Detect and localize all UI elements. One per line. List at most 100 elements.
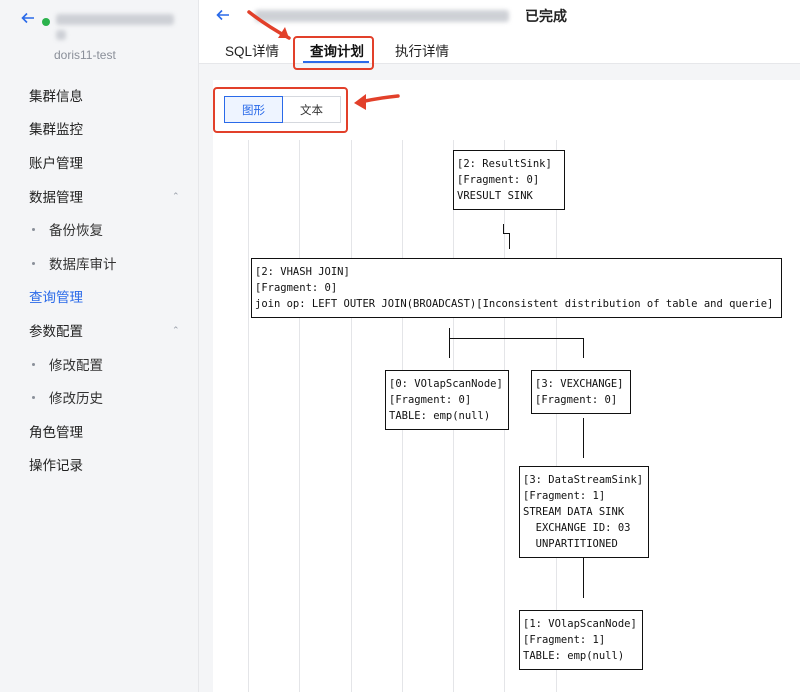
node-border: [453, 150, 565, 151]
guide-line: [248, 140, 249, 692]
sidebar-item[interactable]: 账户管理: [0, 145, 199, 179]
topbar: 已完成 SQL详情 查询计划 执行详情: [199, 0, 800, 64]
main-area: 已完成 SQL详情 查询计划 执行详情 图形 文本: [199, 0, 800, 692]
guide-line: [351, 140, 352, 692]
node-border: [531, 370, 631, 371]
bullet-icon: [32, 228, 35, 232]
plan-node-data-stream-sink: [3: DataStreamSink] [Fragment: 1] STREAM D…: [519, 467, 649, 557]
status-dot-icon: [42, 18, 50, 26]
bullet-icon: [32, 396, 35, 400]
plan-node-line: join op: LEFT OUTER JOIN(BROADCAST)[Inco…: [255, 298, 774, 310]
connector: [449, 338, 450, 358]
sidebar-item-label: 集群信息: [29, 88, 83, 104]
chevron-up-icon[interactable]: ⌃: [172, 190, 180, 201]
back-arrow-icon[interactable]: [215, 7, 231, 23]
plan-node-line: [Fragment: 0]: [389, 394, 472, 406]
sidebar-item-label: 集群监控: [29, 122, 83, 138]
plan-graph: [2: ResultSink] [Fragment: 0] VRESULT SINK…: [213, 140, 800, 692]
text-view-button[interactable]: 文本: [283, 96, 341, 123]
sidebar-item-label: 操作记录: [29, 458, 83, 474]
node-border: [453, 209, 565, 210]
plan-node-olap-scan-1: [1: VOlapScanNode] [Fragment: 1] TABLE: em…: [519, 611, 643, 669]
sidebar-item-label: 修改历史: [49, 391, 103, 407]
guide-line: [556, 140, 557, 692]
node-border: [385, 429, 509, 430]
tab-exec-detail[interactable]: 执行详情: [395, 44, 449, 59]
connector: [509, 233, 510, 249]
plan-node-line: [1: VOlapScanNode]: [523, 618, 637, 630]
plan-node-result-sink: [2: ResultSink] [Fragment: 0] VRESULT SINK: [453, 151, 565, 209]
chevron-up-icon[interactable]: ⌃: [172, 325, 180, 336]
plan-node-line: EXCHANGE ID: 03: [523, 522, 631, 534]
cluster-name-redacted: [56, 14, 174, 25]
node-border: [519, 466, 649, 467]
tab-annotation-box: [293, 36, 374, 70]
connector: [503, 224, 504, 234]
sidebar-item[interactable]: 参数配置 ⌃: [0, 313, 199, 347]
sidebar-item-label: 数据库审计: [49, 256, 117, 272]
plan-node-line: [3: DataStreamSink]: [523, 474, 644, 486]
node-border: [519, 557, 649, 558]
plan-node-line: TABLE: emp(null): [523, 650, 625, 662]
sidebar-item-label: 修改配置: [49, 357, 103, 373]
connector: [583, 418, 584, 458]
sidebar-item[interactable]: 修改历史: [0, 380, 199, 414]
plan-node-line: [Fragment: 0]: [535, 394, 618, 406]
cluster-header: doris11-test: [20, 8, 195, 66]
sidebar-item-label: 备份恢复: [49, 223, 103, 239]
sidebar-menu: 集群信息集群监控账户管理数据管理 ⌃ 备份恢复数据库审计查询管理参数配置 ⌃ 修改配置修…: [0, 78, 199, 481]
plan-node-exchange: [3: VEXCHANGE] [Fragment: 0]: [531, 371, 631, 413]
sidebar-item-label: 参数配置: [29, 323, 83, 339]
plan-node-line: [3: VEXCHANGE]: [535, 378, 624, 390]
tab-query-plan[interactable]: 查询计划: [310, 44, 364, 59]
back-arrow-icon[interactable]: [20, 10, 36, 26]
node-border: [531, 413, 631, 414]
sidebar-item[interactable]: 备份恢复: [0, 212, 199, 246]
view-toggle: 图形 文本: [224, 96, 341, 123]
sidebar-item[interactable]: 角色管理: [0, 414, 199, 448]
plan-node-line: [Fragment: 0]: [457, 174, 540, 186]
plan-node-line: [Fragment: 1]: [523, 490, 606, 502]
toggle-annotation-box: [213, 87, 348, 133]
sidebar-item-label: 数据管理: [29, 189, 83, 205]
plan-node-line: VRESULT SINK: [457, 190, 533, 202]
plan-node-line: [Fragment: 1]: [523, 634, 606, 646]
sidebar-item[interactable]: 操作记录: [0, 448, 199, 482]
node-border: [251, 258, 782, 259]
bullet-icon: [32, 362, 35, 366]
plan-panel: 图形 文本 [2: ResultSink] [Fragment: 0] VRESUL…: [213, 80, 800, 692]
sidebar-item-label: 账户管理: [29, 155, 83, 171]
connector: [449, 338, 584, 339]
sidebar-item[interactable]: 修改配置: [0, 347, 199, 381]
connector: [583, 558, 584, 598]
plan-node-line: [Fragment: 0]: [255, 282, 338, 294]
plan-node-line: [2: VHASH JOIN]: [255, 266, 350, 278]
plan-node-line: [2: ResultSink]: [457, 158, 552, 170]
graph-view-button[interactable]: 图形: [224, 96, 283, 123]
sidebar-item[interactable]: 集群监控: [0, 112, 199, 146]
sidebar-item[interactable]: 集群信息: [0, 78, 199, 112]
sidebar-item[interactable]: 查询管理: [0, 280, 199, 314]
plan-node-line: STREAM DATA SINK: [523, 506, 625, 518]
node-border: [385, 370, 509, 371]
plan-node-line: TABLE: emp(null): [389, 410, 491, 422]
tab-sql-detail[interactable]: SQL详情: [225, 44, 280, 59]
sidebar-item-label: 查询管理: [29, 290, 83, 306]
node-border: [251, 317, 782, 318]
plan-node-hash-join: [2: VHASH JOIN] [Fragment: 0] join op: LEF…: [251, 259, 782, 317]
node-border: [519, 610, 643, 611]
sidebar-item-label: 角色管理: [29, 424, 83, 440]
plan-node-line: UNPARTITIONED: [523, 538, 618, 550]
plan-node-line: [0: VOlapScanNode]: [389, 378, 503, 390]
cluster-name-redacted-2: [56, 30, 66, 40]
sidebar-item[interactable]: 数据库审计: [0, 246, 199, 280]
connector: [583, 338, 584, 358]
guide-line: [299, 140, 300, 692]
cluster-subtitle: doris11-test: [54, 48, 116, 62]
sidebar-item[interactable]: 数据管理 ⌃: [0, 179, 199, 213]
plan-node-olap-scan-0: [0: VOlapScanNode] [Fragment: 0] TABLE: em…: [385, 371, 509, 429]
query-id-redacted: [255, 10, 509, 22]
query-status: 已完成: [525, 8, 567, 24]
bullet-icon: [32, 261, 35, 265]
connector: [449, 328, 450, 338]
